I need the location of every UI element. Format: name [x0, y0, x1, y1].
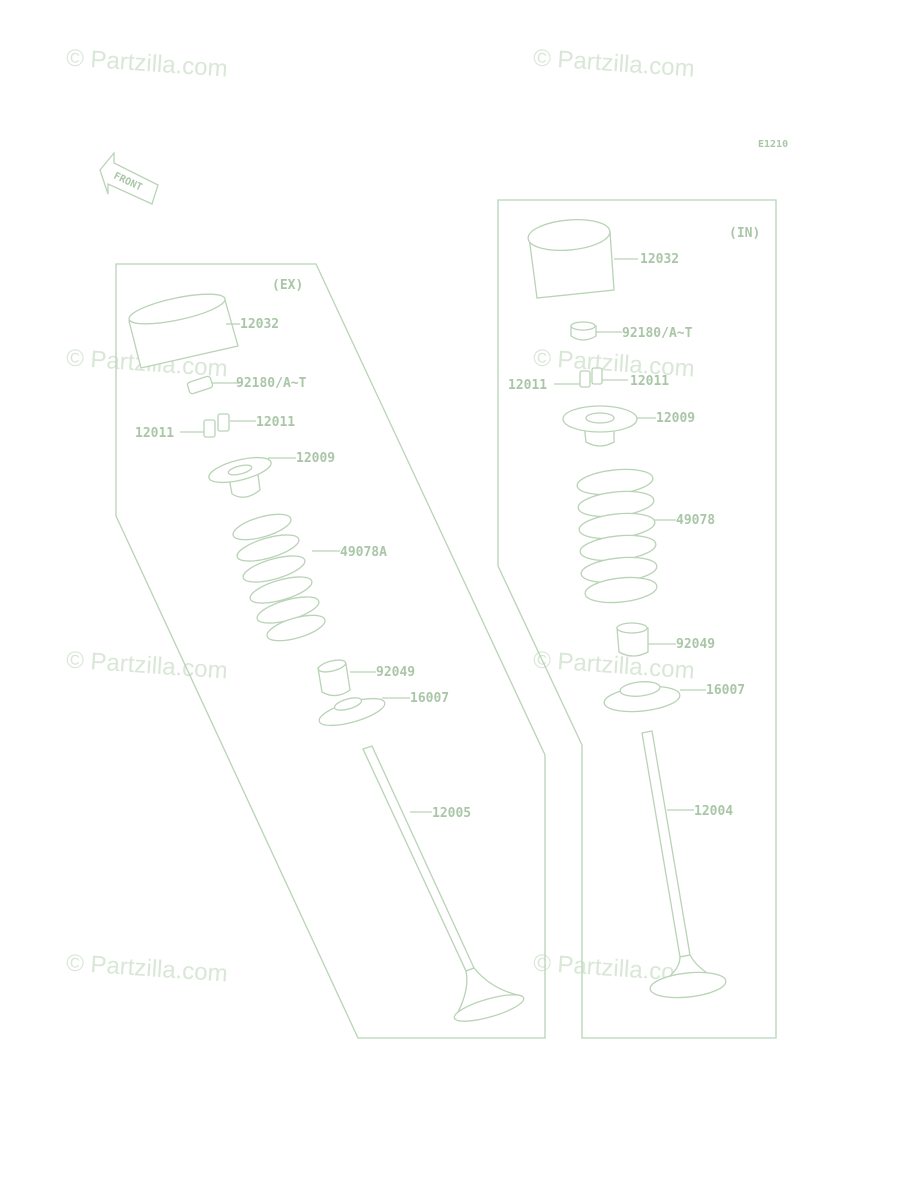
intake-spring [576, 468, 658, 604]
exhaust-valve [362, 745, 525, 1022]
exhaust-spring-seat-label: 16007 [410, 691, 449, 706]
exhaust-cotters [203, 413, 230, 438]
intake-cotter-left-label: 12011 [508, 378, 547, 393]
exhaust-spring-seat [318, 697, 386, 727]
intake-frame [497, 199, 777, 1039]
exhaust-shim [186, 375, 214, 395]
intake-shim [570, 321, 597, 341]
diagram-code: E1210 [758, 139, 788, 150]
intake-spring-label: 49078 [676, 513, 715, 528]
exhaust-spring-label: 49078A [340, 545, 387, 560]
exhaust-valve-label: 12005 [432, 806, 471, 821]
exhaust-cotter-left-label: 12011 [135, 426, 174, 441]
exhaust-retainer [208, 456, 272, 498]
intake-stem-seal [616, 622, 649, 657]
intake-stem-seal-label: 92049 [676, 637, 715, 652]
intake-valve-label: 12004 [694, 804, 733, 819]
front-arrow-icon: FRONT [99, 151, 159, 205]
exhaust-stem-seal [317, 659, 351, 697]
intake-retainer [562, 405, 638, 447]
intake-tappet [527, 218, 615, 299]
exhaust-tappet [128, 293, 239, 369]
exhaust-shim-label: 92180/A~T [236, 376, 307, 391]
intake-title: (IN) [729, 226, 760, 241]
exhaust-cotter-right-label: 12011 [256, 415, 295, 430]
intake-valve [641, 730, 727, 999]
intake-section: (IN) 12032 92180/A~T 12011 12011 [497, 199, 777, 1039]
intake-cotters [579, 367, 603, 388]
exhaust-retainer-label: 12009 [296, 451, 335, 466]
intake-spring-seat [603, 681, 681, 713]
exhaust-tappet-label: 12032 [240, 317, 279, 332]
intake-shim-label: 92180/A~T [622, 326, 693, 341]
exhaust-section: (EX) 12032 92180/A~T 12011 12011 12009 [115, 263, 546, 1039]
exhaust-spring [232, 513, 326, 642]
intake-cotter-right-label: 12011 [630, 374, 669, 389]
intake-retainer-label: 12009 [656, 411, 695, 426]
exhaust-title: (EX) [272, 278, 303, 293]
exhaust-frame [115, 263, 546, 1039]
exhaust-stem-seal-label: 92049 [376, 665, 415, 680]
intake-tappet-label: 12032 [640, 252, 679, 267]
intake-spring-seat-label: 16007 [706, 683, 745, 698]
